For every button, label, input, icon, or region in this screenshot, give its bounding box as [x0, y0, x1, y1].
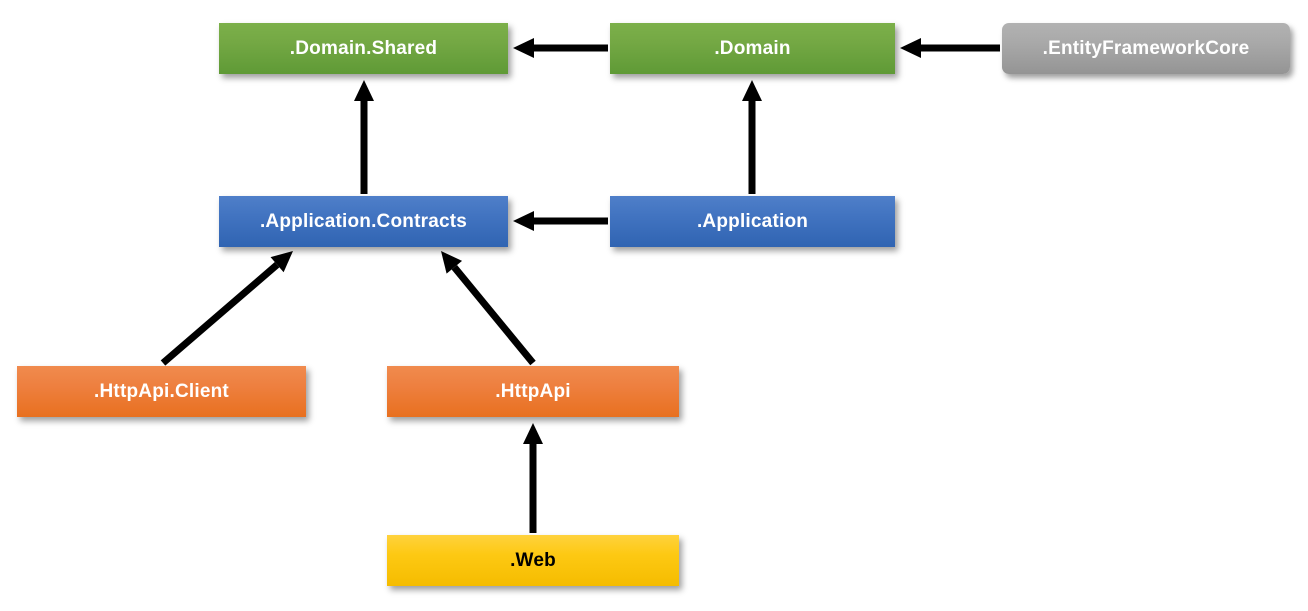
node-domain[interactable]: .Domain: [610, 23, 895, 74]
node-domain-shared[interactable]: .Domain.Shared: [219, 23, 508, 74]
arrow-web-to-httpapi: [523, 423, 543, 533]
node-httpapi[interactable]: .HttpApi: [387, 366, 679, 417]
arrow-application-to-application-contracts: [513, 211, 608, 231]
node-label-application-contracts: .Application.Contracts: [259, 211, 468, 232]
node-label-domain-shared: .Domain.Shared: [289, 38, 438, 59]
node-label-domain: .Domain: [714, 38, 791, 59]
node-application[interactable]: .Application: [610, 196, 895, 247]
arrow-httpapi-to-application-contracts: [441, 251, 536, 366]
node-label-httpapi-client: .HttpApi.Client: [94, 381, 229, 402]
node-entity-framework-core[interactable]: .EntityFrameworkCore: [1002, 23, 1290, 74]
arrow-domain-to-domain-shared: [513, 38, 608, 58]
node-label-entity-framework-core: .EntityFrameworkCore: [1042, 38, 1250, 59]
arrow-efcore-to-domain: [900, 38, 1000, 58]
node-web[interactable]: .Web: [387, 535, 679, 586]
arrow-application-to-domain: [742, 80, 762, 194]
node-label-httpapi: .HttpApi: [495, 381, 571, 402]
node-label-web: .Web: [510, 550, 556, 571]
node-application-contracts[interactable]: .Application.Contracts: [219, 196, 508, 247]
arrow-httpapi-client-to-application-contracts: [160, 251, 293, 366]
arrow-application-contracts-to-domain-shared: [354, 80, 374, 194]
node-label-application: .Application: [696, 211, 809, 232]
node-httpapi-client[interactable]: .HttpApi.Client: [17, 366, 306, 417]
